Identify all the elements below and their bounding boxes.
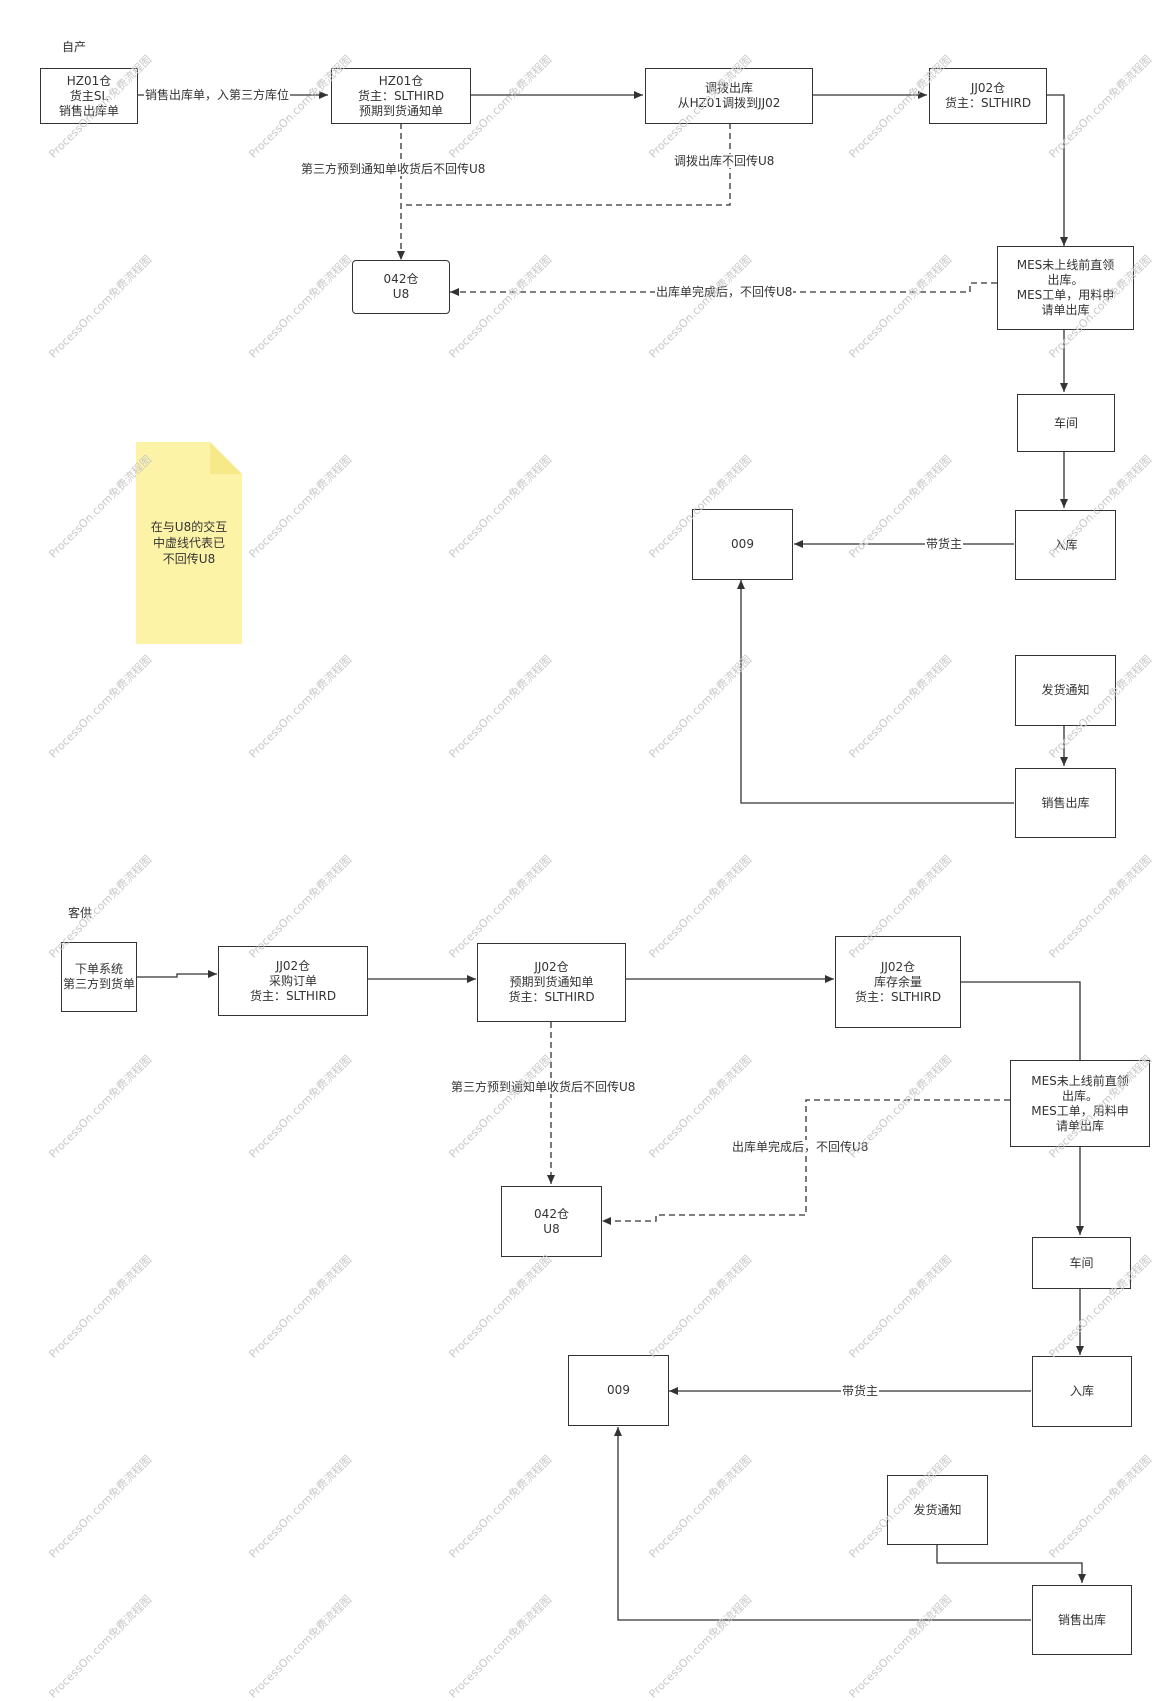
node-workshop-b[interactable]: 车间 (1032, 1237, 1131, 1289)
legend-note: 在与U8的交互 中虚线代表已 不回传U8 (136, 442, 242, 644)
node-hz01-slthird[interactable]: HZ01仓 货主：SLTHIRD 预期到货通知单 (331, 68, 471, 124)
node-transfer-out[interactable]: 调拨出库 从HZ01调拨到JJ02 (645, 68, 813, 124)
node-jj02[interactable]: JJ02仓 货主：SLTHIRD (929, 68, 1047, 124)
edge-label-transfer-no-return: 调拨出库不回传U8 (673, 154, 776, 168)
note-fold-corner (210, 442, 242, 474)
edge-sales-to-009-b (614, 1427, 1031, 1621)
edge-label-third-no-return-b: 第三方预到通知单收货后不回传U8 (450, 1080, 637, 1094)
node-jj02-stock[interactable]: JJ02仓 库存余量 货主：SLTHIRD (835, 936, 961, 1028)
edge-label-third-no-return: 第三方预到通知单收货后不回传U8 (300, 162, 487, 176)
section-title-self-produced: 自产 (62, 40, 87, 54)
edge-transfer-to-042 (403, 123, 731, 206)
edge-order-to-po (137, 970, 217, 978)
edge-notice-to-sales-b (936, 1544, 1086, 1583)
edge-sales-to-009 (737, 580, 1014, 804)
edge-label-with-owner: 带货主 (925, 537, 964, 551)
section-title-customer-supplied: 客供 (68, 906, 93, 920)
edge-mes-to-042-b (602, 1099, 1010, 1225)
node-order-system[interactable]: 下单系统 第三方到货单 (61, 942, 137, 1012)
edge-label-with-owner-b: 带货主 (841, 1384, 880, 1398)
node-mes[interactable]: MES未上线前直领 出库。 MES工单，用料申 请单出库 (997, 246, 1134, 330)
node-042-warehouse-b[interactable]: 042仓 U8 (501, 1186, 602, 1257)
node-042-warehouse[interactable]: 042仓 U8 (352, 260, 450, 314)
node-sales-out[interactable]: 销售出库 (1015, 768, 1116, 838)
node-sales-out-b[interactable]: 销售出库 (1032, 1585, 1132, 1655)
node-workshop[interactable]: 车间 (1017, 394, 1115, 452)
node-ship-notice-b[interactable]: 发货通知 (887, 1475, 988, 1545)
node-mes-b[interactable]: MES未上线前直领 出库。 MES工单，用料申 请单出库 (1010, 1060, 1150, 1147)
node-inbound-b[interactable]: 入库 (1032, 1356, 1132, 1427)
node-jj02-asn[interactable]: JJ02仓 预期到货通知单 货主：SLTHIRD (477, 943, 626, 1022)
note-text: 在与U8的交互 中虚线代表已 不回传U8 (150, 520, 228, 566)
edge-jj02-to-mes (1047, 94, 1068, 246)
node-hz01-sl[interactable]: HZ01仓 货主SL 销售出库单 (40, 68, 138, 124)
node-009[interactable]: 009 (692, 509, 793, 580)
node-009-b[interactable]: 009 (568, 1355, 669, 1426)
node-inbound[interactable]: 入库 (1015, 510, 1116, 580)
edge-label-outbound-done-b: 出库单完成后，不回传U8 (731, 1140, 870, 1154)
node-jj02-po[interactable]: JJ02仓 采购订单 货主：SLTHIRD (218, 946, 368, 1016)
edge-label-outbound-done: 出库单完成后，不回传U8 (655, 285, 794, 299)
node-ship-notice[interactable]: 发货通知 (1015, 655, 1116, 726)
edge-label-sale-to-third: 销售出库单，入第三方库位 (144, 88, 291, 102)
